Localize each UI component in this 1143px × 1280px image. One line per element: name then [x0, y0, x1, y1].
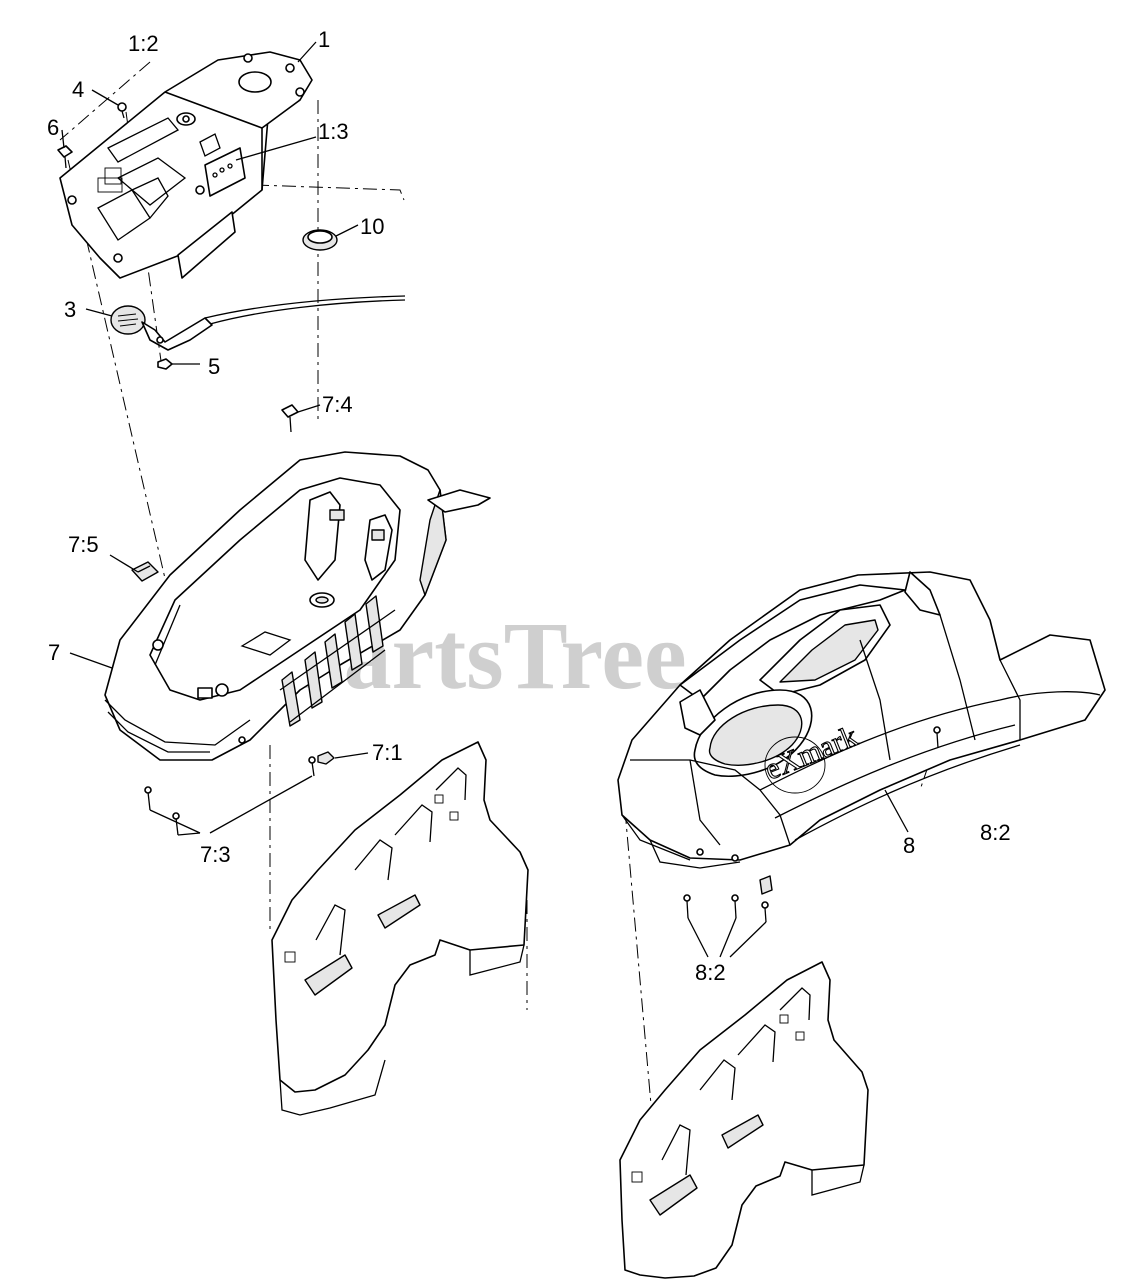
callout-8-2-top: 8:2	[980, 820, 1011, 845]
callout-7-1: 7:1	[372, 740, 403, 765]
callout-7-5: 7:5	[68, 532, 99, 557]
screws-8-2	[683, 726, 941, 923]
callout-7-3: 7:3	[200, 842, 231, 867]
nut-7-1	[317, 751, 335, 765]
callout-6: 6	[47, 115, 59, 140]
callout-labels: 1 1:2 1:3 4 6 10 3 5 7:4 7:5 7 7:1 7:3 8…	[47, 27, 1011, 985]
console-cover-8: eXmark	[617, 571, 1106, 869]
clip-7-5	[131, 561, 159, 582]
nut-5	[157, 358, 173, 370]
right-mount-plate	[619, 961, 869, 1279]
callout-8-2-bottom: 8:2	[695, 960, 726, 985]
control-panel	[59, 51, 313, 279]
callout-7-4: 7:4	[322, 392, 353, 417]
callout-10: 10	[360, 214, 384, 239]
callout-1-2: 1:2	[128, 31, 159, 56]
bolt-7-4	[281, 404, 299, 433]
grommet-10	[302, 229, 338, 251]
screws-7-3	[144, 756, 316, 836]
callout-7: 7	[48, 640, 60, 665]
decal-1-3	[204, 147, 246, 197]
throttle-cable-3	[110, 295, 406, 351]
callout-3: 3	[64, 297, 76, 322]
callout-5: 5	[208, 354, 220, 379]
callout-1: 1	[318, 27, 330, 52]
left-mount-plate	[271, 741, 529, 1116]
console-tray-7	[104, 451, 491, 761]
callout-1-3: 1:3	[318, 119, 349, 144]
bolt-6	[57, 145, 73, 169]
leader-lines	[61, 41, 909, 958]
pin-4	[117, 102, 127, 119]
callout-8: 8	[903, 833, 915, 858]
callout-4: 4	[72, 77, 84, 102]
